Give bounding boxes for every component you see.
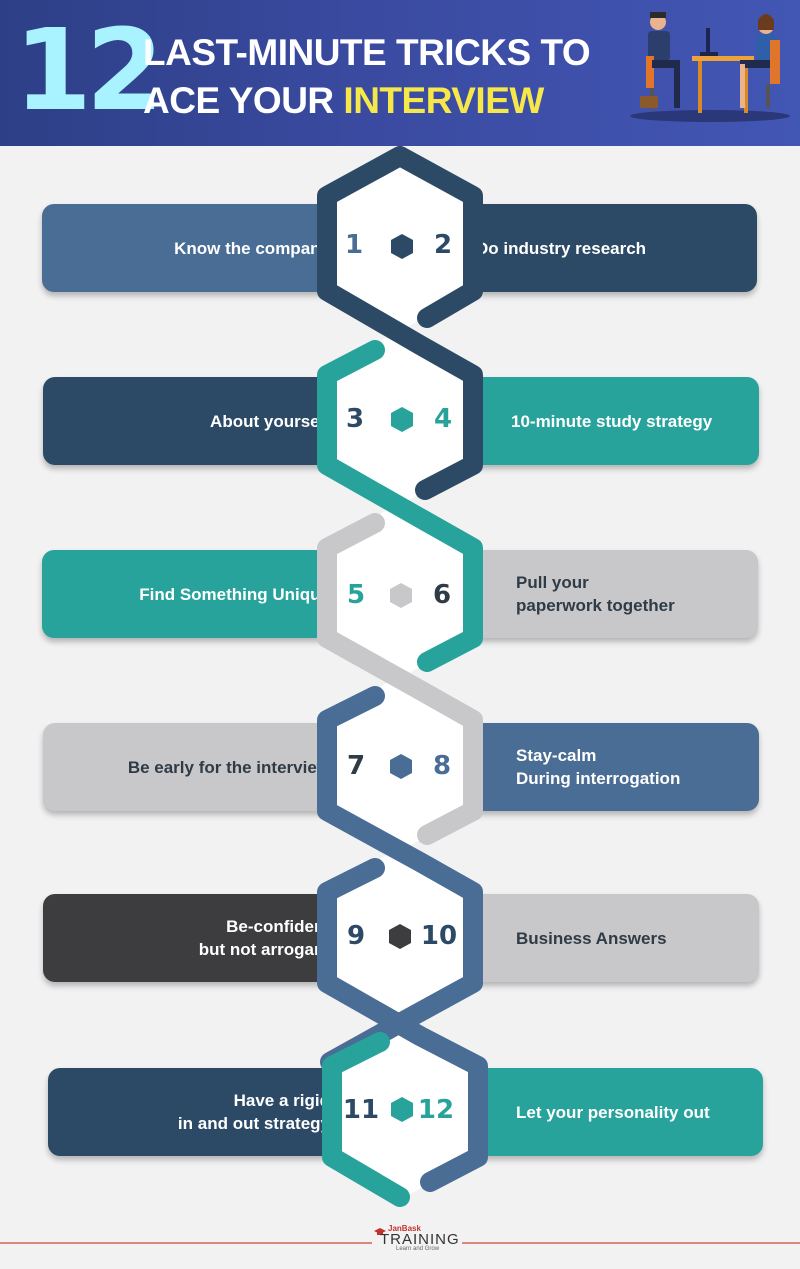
- tip-7-bar: Be early for the interview: [43, 723, 360, 811]
- hex-4-outline: [317, 686, 483, 1072]
- tip-11-bar: Have a rigid in and out strategy: [48, 1068, 360, 1156]
- tip-11-text: Have a rigid in and out strategy: [177, 1091, 330, 1133]
- hex-1-outline: [317, 146, 483, 500]
- tip-12-number: 12: [417, 1095, 455, 1125]
- tip-4-number: 4: [433, 404, 453, 434]
- tip-6-text: Pull your paperwork together: [516, 573, 675, 615]
- tip-6-bar: Pull your paperwork together: [443, 550, 758, 638]
- graduation-cap-icon: [374, 1228, 386, 1235]
- hex-2-outline: [317, 340, 483, 672]
- center-hexagon-1: [391, 234, 413, 259]
- tip-10-text: Business Answers: [516, 928, 667, 948]
- tip-6-number: 6: [432, 580, 452, 610]
- interview-illustration: [630, 12, 790, 122]
- center-hexagon-6: [391, 1097, 413, 1122]
- tip-1-number: 1: [344, 230, 364, 260]
- header-title-line-2: ACE YOUR INTERVIEW: [143, 80, 544, 122]
- tip-10-number: 10: [420, 921, 458, 951]
- tip-10-bar: Business Answers: [443, 894, 759, 982]
- logo-brand-small: JanBask: [388, 1224, 421, 1233]
- header-banner: 12 LAST-MINUTE TRICKS TO ACE YOUR INTERV…: [0, 0, 800, 146]
- tip-1-text: Know the company: [174, 238, 330, 258]
- logo-tagline: Learn and Grow: [396, 1246, 440, 1252]
- center-hexagon-5: [389, 924, 411, 949]
- tip-2-number: 2: [433, 230, 453, 260]
- tip-12-text: Let your personality out: [516, 1102, 710, 1122]
- center-hexagon-2: [391, 407, 413, 432]
- header-big-number: 12: [14, 6, 164, 136]
- tip-3-number: 3: [345, 404, 365, 434]
- tip-9-bar: Be-confident but not arrogant: [43, 894, 360, 982]
- hex-3-outline: [317, 513, 483, 845]
- tip-8-bar: Stay-calm During interrogation: [443, 723, 759, 811]
- tip-5-bar: Find Something Unique: [42, 550, 360, 638]
- tip-9-text: Be-confident but not arrogant: [198, 917, 330, 959]
- tip-5-number: 5: [346, 580, 366, 610]
- hex-5-outline: [317, 858, 488, 1192]
- header-title-accent: INTERVIEW: [343, 80, 544, 121]
- hex-6-outline: [322, 1032, 410, 1207]
- tip-7-text: Be early for the interview: [127, 757, 330, 777]
- header-title-line-1: LAST-MINUTE TRICKS TO: [143, 32, 591, 73]
- tip-8-text: Stay-calm During interrogation: [516, 746, 681, 788]
- tip-5-text: Find Something Unique: [139, 584, 330, 604]
- janbask-logo[interactable]: JanBask TRAINING Learn and Grow: [372, 1224, 462, 1254]
- tip-2-bar: Do industry research: [443, 204, 757, 292]
- logo-brand-name: TRAINING: [380, 1231, 460, 1248]
- tip-3-bar: About yourself: [43, 377, 360, 465]
- tip-4-text: 10-minute study strategy: [511, 411, 713, 431]
- tip-2-text: Do industry research: [476, 238, 647, 258]
- tip-9-number: 9: [346, 921, 366, 951]
- tip-12-bar: Let your personality out: [443, 1068, 763, 1156]
- tip-1-bar: Know the company: [42, 204, 360, 292]
- tip-3-text: About yourself: [210, 411, 330, 431]
- tip-7-number: 7: [346, 751, 366, 781]
- center-hexagon-3: [390, 583, 412, 608]
- header-title-plain: ACE YOUR: [143, 80, 334, 121]
- tip-11-number: 11: [342, 1095, 380, 1125]
- tip-8-number: 8: [432, 751, 452, 781]
- tip-4-bar: 10-minute study strategy: [443, 377, 759, 465]
- center-hexagon-4: [390, 754, 412, 779]
